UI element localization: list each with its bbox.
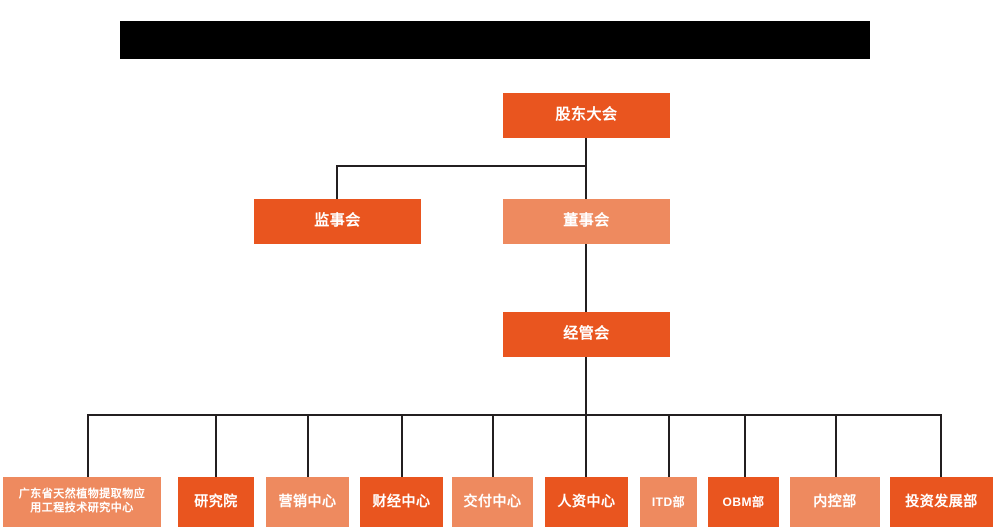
node-investment-development-dept[interactable]: 投资发展部 [890,477,993,527]
node-rnd-center-line2: 用工程技术研究中心 [30,502,134,514]
connector-departments-bus [87,414,941,416]
node-rnd-center[interactable]: 广东省天然植物提取物应 用工程技术研究中心 [3,477,161,527]
connector-to-institute [215,414,217,477]
connector-to-marketing-center [307,414,309,477]
connector-level1-bus [336,165,587,167]
connector-directors-management [585,243,587,313]
node-supervisors[interactable]: 监事会 [254,199,421,244]
redacted-title-bar [120,21,870,59]
node-rnd-center-line1: 广东省天然植物提取物应 [18,488,146,501]
node-finance-center[interactable]: 财经中心 [360,477,443,527]
connector-to-internal-control-dept [835,414,837,477]
connector-shareholders-down [585,138,587,166]
node-institute[interactable]: 研究院 [178,477,254,527]
connector-to-delivery-center [492,414,494,477]
connector-to-supervisors [336,165,338,200]
node-itd-dept[interactable]: ITD部 [640,477,697,527]
node-delivery-center[interactable]: 交付中心 [452,477,533,527]
node-shareholders[interactable]: 股东大会 [503,93,670,138]
connector-to-hr-center [585,414,587,477]
node-obm-dept[interactable]: OBM部 [708,477,779,527]
node-directors[interactable]: 董事会 [503,199,670,244]
connector-to-finance-center [401,414,403,477]
node-hr-center[interactable]: 人资中心 [545,477,628,527]
connector-to-directors [585,165,587,200]
connector-management-down [585,357,587,415]
connector-to-obm-dept [744,414,746,477]
connector-to-investment-development-dept [940,414,942,477]
node-internal-control-dept[interactable]: 内控部 [790,477,880,527]
node-marketing-center[interactable]: 营销中心 [266,477,349,527]
connector-to-rnd-center [87,414,89,477]
node-management[interactable]: 经管会 [503,312,670,357]
connector-to-itd-dept [668,414,670,477]
